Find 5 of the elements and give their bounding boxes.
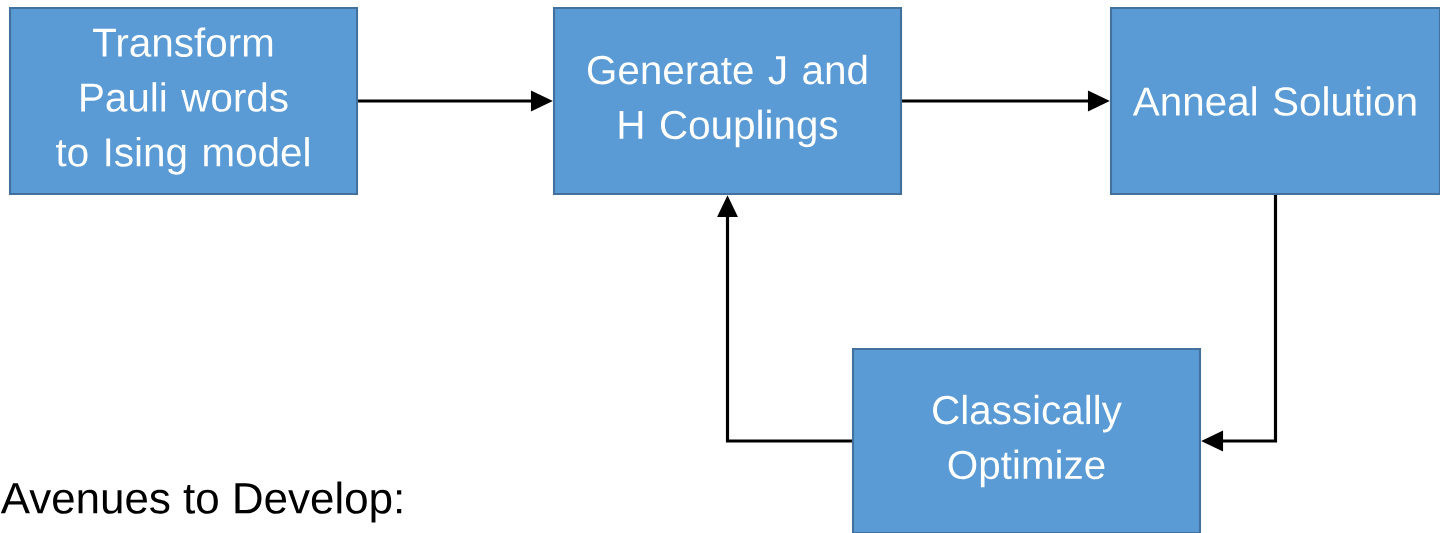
process-box: Generate J and H Couplings — [552, 6, 903, 196]
process-box: Anneal Solution — [1109, 6, 1440, 196]
heading-text: Avenues to Develop: — [0, 481, 402, 523]
process-box: Classically Optimize — [851, 347, 1202, 533]
process-box: Transform Pauli words to Ising model — [8, 6, 359, 196]
